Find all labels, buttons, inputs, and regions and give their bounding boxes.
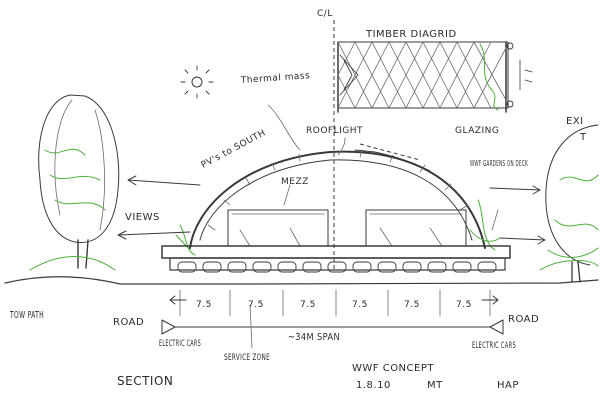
service-cell: [452, 261, 472, 273]
existing-label: EXI: [566, 116, 584, 127]
mezz-label: MEZZ: [281, 177, 309, 187]
service-cell: [252, 261, 272, 273]
thermal-mass-leader: [267, 104, 301, 151]
dimension-value: 7.5: [404, 300, 420, 310]
tree-left: [29, 94, 120, 271]
service-cell: [177, 261, 197, 273]
dimension-value: 7.5: [300, 300, 316, 310]
glazing-label: GLAZING: [455, 126, 499, 136]
service-cell: [302, 261, 322, 273]
rooflight-label: ROOFLIGHT: [306, 126, 363, 136]
initials-hap-label: HAP: [497, 380, 519, 391]
wwf-gardens-label: WWF GARDENS ON DECK: [470, 159, 528, 168]
service-cell: [352, 261, 372, 273]
tree-mark-label: T: [579, 132, 587, 143]
car-arrow-left: [169, 295, 187, 305]
ground-line: [4, 276, 599, 285]
concept-label: WWF CONCEPT: [352, 363, 434, 374]
pvs-to-south-label: PV's to SOUTH: [200, 128, 268, 170]
thermal-mass-label: Thermal mass: [240, 71, 311, 86]
dimension-value: 7.5: [248, 300, 264, 310]
timber-diagrid-detail: [337, 41, 533, 113]
tow-path-label: TOW PATH: [9, 310, 44, 321]
electric-cars-right-label: ELECTRIC CARS: [472, 341, 516, 351]
tree-right: [539, 124, 599, 283]
mezzanine-levels: [227, 209, 467, 247]
views-arrows: [117, 175, 546, 245]
date-label: 1.8.10: [356, 380, 391, 391]
service-cell: [377, 261, 397, 273]
service-zone-leader: [249, 304, 253, 349]
service-cell: [477, 261, 497, 273]
dimension-value: 7.5: [196, 300, 212, 310]
initials-mt-label: MT: [427, 380, 443, 391]
dimension-line: [161, 289, 504, 335]
span-label: ~34M SPAN: [288, 332, 340, 343]
floor-deck: [161, 245, 511, 271]
centre-line-label: C/L: [317, 9, 333, 19]
electric-cars-left-label: ELECTRIC CARS: [159, 339, 201, 349]
service-zone-cells: [177, 261, 497, 273]
views-label: VIEWS: [125, 212, 160, 223]
gardens-leader: [491, 209, 499, 231]
service-cell: [277, 261, 297, 273]
dimension-value: 7.5: [456, 300, 472, 310]
rooflight-leader: [337, 137, 346, 156]
section-label: SECTION: [117, 374, 173, 388]
service-zone-label: SERVICE ZONE: [224, 353, 270, 363]
timber-diagrid-label: TIMBER DIAGRID: [365, 29, 457, 40]
service-cell: [327, 261, 347, 273]
dimension-labels: 7.5 7.5 7.5 7.5 7.5 7.5: [196, 300, 472, 310]
service-cell: [227, 261, 247, 273]
road-right-label: ROAD: [508, 314, 539, 325]
sun-icon: [180, 65, 214, 99]
mezz-leader: [283, 184, 291, 206]
service-cell: [402, 261, 422, 273]
service-cell: [202, 261, 222, 273]
road-left-label: ROAD: [113, 317, 144, 328]
car-arrow-right: [481, 295, 499, 305]
dimension-value: 7.5: [352, 300, 368, 310]
service-cell: [427, 261, 447, 273]
roof-arch: [175, 143, 501, 256]
